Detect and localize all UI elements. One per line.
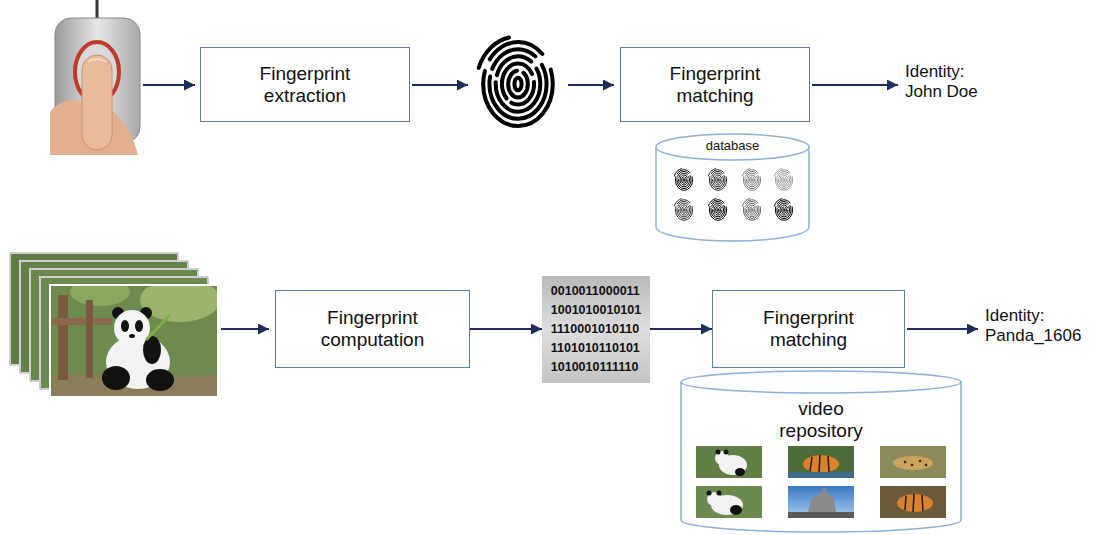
- repository-thumbnails-part: [880, 446, 946, 478]
- repository-thumbnails: [696, 446, 946, 518]
- repository-thumbnails-part: [919, 460, 922, 463]
- video-frames-part-part: [129, 334, 135, 338]
- database-fingerprints-part: [708, 199, 726, 221]
- process-box: Fingerprint matching: [620, 47, 810, 122]
- cylinder-top: [656, 134, 809, 160]
- box-label: Fingerprint matching: [650, 63, 780, 107]
- flow-arrows-part: [143, 84, 195, 86]
- box-label: Fingerprint computation: [308, 307, 438, 351]
- database-fingerprints-part: [774, 169, 792, 191]
- box-label: Fingerprint extraction: [235, 63, 375, 107]
- repository-thumbnails-part: [880, 486, 946, 518]
- database-fingerprints-part: [708, 169, 726, 191]
- text-holder: database: [706, 139, 760, 154]
- flow-arrow: [470, 328, 542, 330]
- storage-cylinder: video repository: [680, 370, 962, 532]
- binary-code: 0010011000011 1001010010101 111000101011…: [551, 282, 641, 377]
- text-holder: video repository: [779, 398, 862, 442]
- text-holder: Fingerprint extraction: [235, 63, 375, 107]
- repository-thumbnails-part: [911, 464, 914, 467]
- video-frames-part-part: [146, 315, 170, 340]
- flow-arrows-part: [812, 84, 898, 86]
- video-frames-part-part: [50, 318, 112, 325]
- video-frames-part: [50, 285, 218, 397]
- database-fingerprints-part: [674, 199, 692, 221]
- repository-thumbnails-part: [735, 468, 745, 476]
- fingerprint-icon-part: [479, 38, 553, 126]
- identity-label: Identity: Panda_1606: [985, 306, 1090, 347]
- repository-thumbnails-part: [717, 491, 722, 496]
- cylinder-outline: [680, 370, 962, 532]
- database-fingerprints: [674, 169, 792, 221]
- repository-thumbnails-part: [707, 491, 712, 496]
- cylinder-body: [681, 382, 961, 532]
- flow-arrow: [650, 328, 712, 330]
- repository-thumbnails-part: [808, 486, 836, 512]
- video-frames: [10, 253, 220, 397]
- box-label: Fingerprint matching: [744, 307, 874, 351]
- process-box: Fingerprint matching: [712, 290, 905, 368]
- process-box: Fingerprint extraction: [200, 47, 410, 122]
- text-holder: 0010011000011 1001010010101 111000101011…: [551, 282, 641, 377]
- video-frames-part-part: [70, 285, 130, 306]
- cylinder-body: [656, 147, 809, 241]
- database-fingerprints-part: [674, 169, 692, 191]
- database-fingerprints-part: [742, 169, 760, 191]
- repository-thumbnails-part: [788, 512, 854, 518]
- video-frames-part-part: [135, 320, 143, 332]
- scanner-illustration-part: [88, 59, 106, 62]
- repository-thumbnails-part: [724, 450, 729, 455]
- flow-arrows-part: [221, 328, 269, 330]
- fingerprint-icon: [479, 38, 553, 126]
- flow-arrows-part: [568, 84, 614, 86]
- text-holder: Fingerprint matching: [650, 63, 780, 107]
- repository-thumbnails-part: [788, 472, 854, 478]
- repository-thumbnails-part: [904, 461, 907, 464]
- flow-arrows-part: [412, 84, 468, 86]
- repository-thumbnails-part: [696, 486, 762, 518]
- video-frames-part-part: [58, 295, 68, 380]
- video-frames-part-part: [143, 336, 161, 364]
- scanner-illustration-part: [82, 55, 112, 150]
- identity-label: Identity: John Doe: [905, 62, 995, 103]
- repository-thumbnails-part: [810, 455, 829, 473]
- video-frames-part-part: [121, 320, 129, 332]
- repository-thumbnails-part: [893, 456, 933, 470]
- cylinder-top: [681, 371, 961, 393]
- video-frames-part-part: [140, 285, 218, 322]
- video-frames-part-part: [102, 366, 130, 390]
- video-frames-part-part: [86, 300, 93, 378]
- repository-thumbnails-part: [696, 446, 762, 478]
- database-fingerprints-part: [774, 199, 792, 221]
- database-fingerprints-part: [742, 199, 760, 221]
- video-frames-part: [50, 285, 218, 397]
- scanner-illustration: [50, 0, 140, 155]
- video-frames-part-part: [146, 369, 174, 391]
- flow-arrows-part: [907, 328, 978, 330]
- repository-thumbnails-part: [803, 455, 839, 473]
- repository-thumbnails-part: [716, 450, 721, 455]
- repository-thumbnails-part: [905, 494, 923, 512]
- text-holder: Fingerprint matching: [744, 307, 874, 351]
- repository-thumbnails-part: [897, 494, 933, 512]
- storage-cylinder: database: [655, 133, 810, 241]
- repository-thumbnails-part: [788, 446, 854, 478]
- scanner-illustration-part: [96, 0, 99, 20]
- storage-label: database: [706, 139, 760, 154]
- video-frames-part-part: [114, 310, 150, 346]
- storage-label: video repository: [779, 398, 862, 442]
- repository-thumbnails-part: [925, 464, 928, 467]
- text-holder: Fingerprint computation: [308, 307, 438, 351]
- process-box: Fingerprint computation: [275, 290, 470, 368]
- repository-thumbnails-part: [788, 486, 854, 518]
- binary-code-box: 0010011000011 1001010010101 111000101011…: [542, 276, 650, 383]
- repository-thumbnails-part: [730, 505, 742, 515]
